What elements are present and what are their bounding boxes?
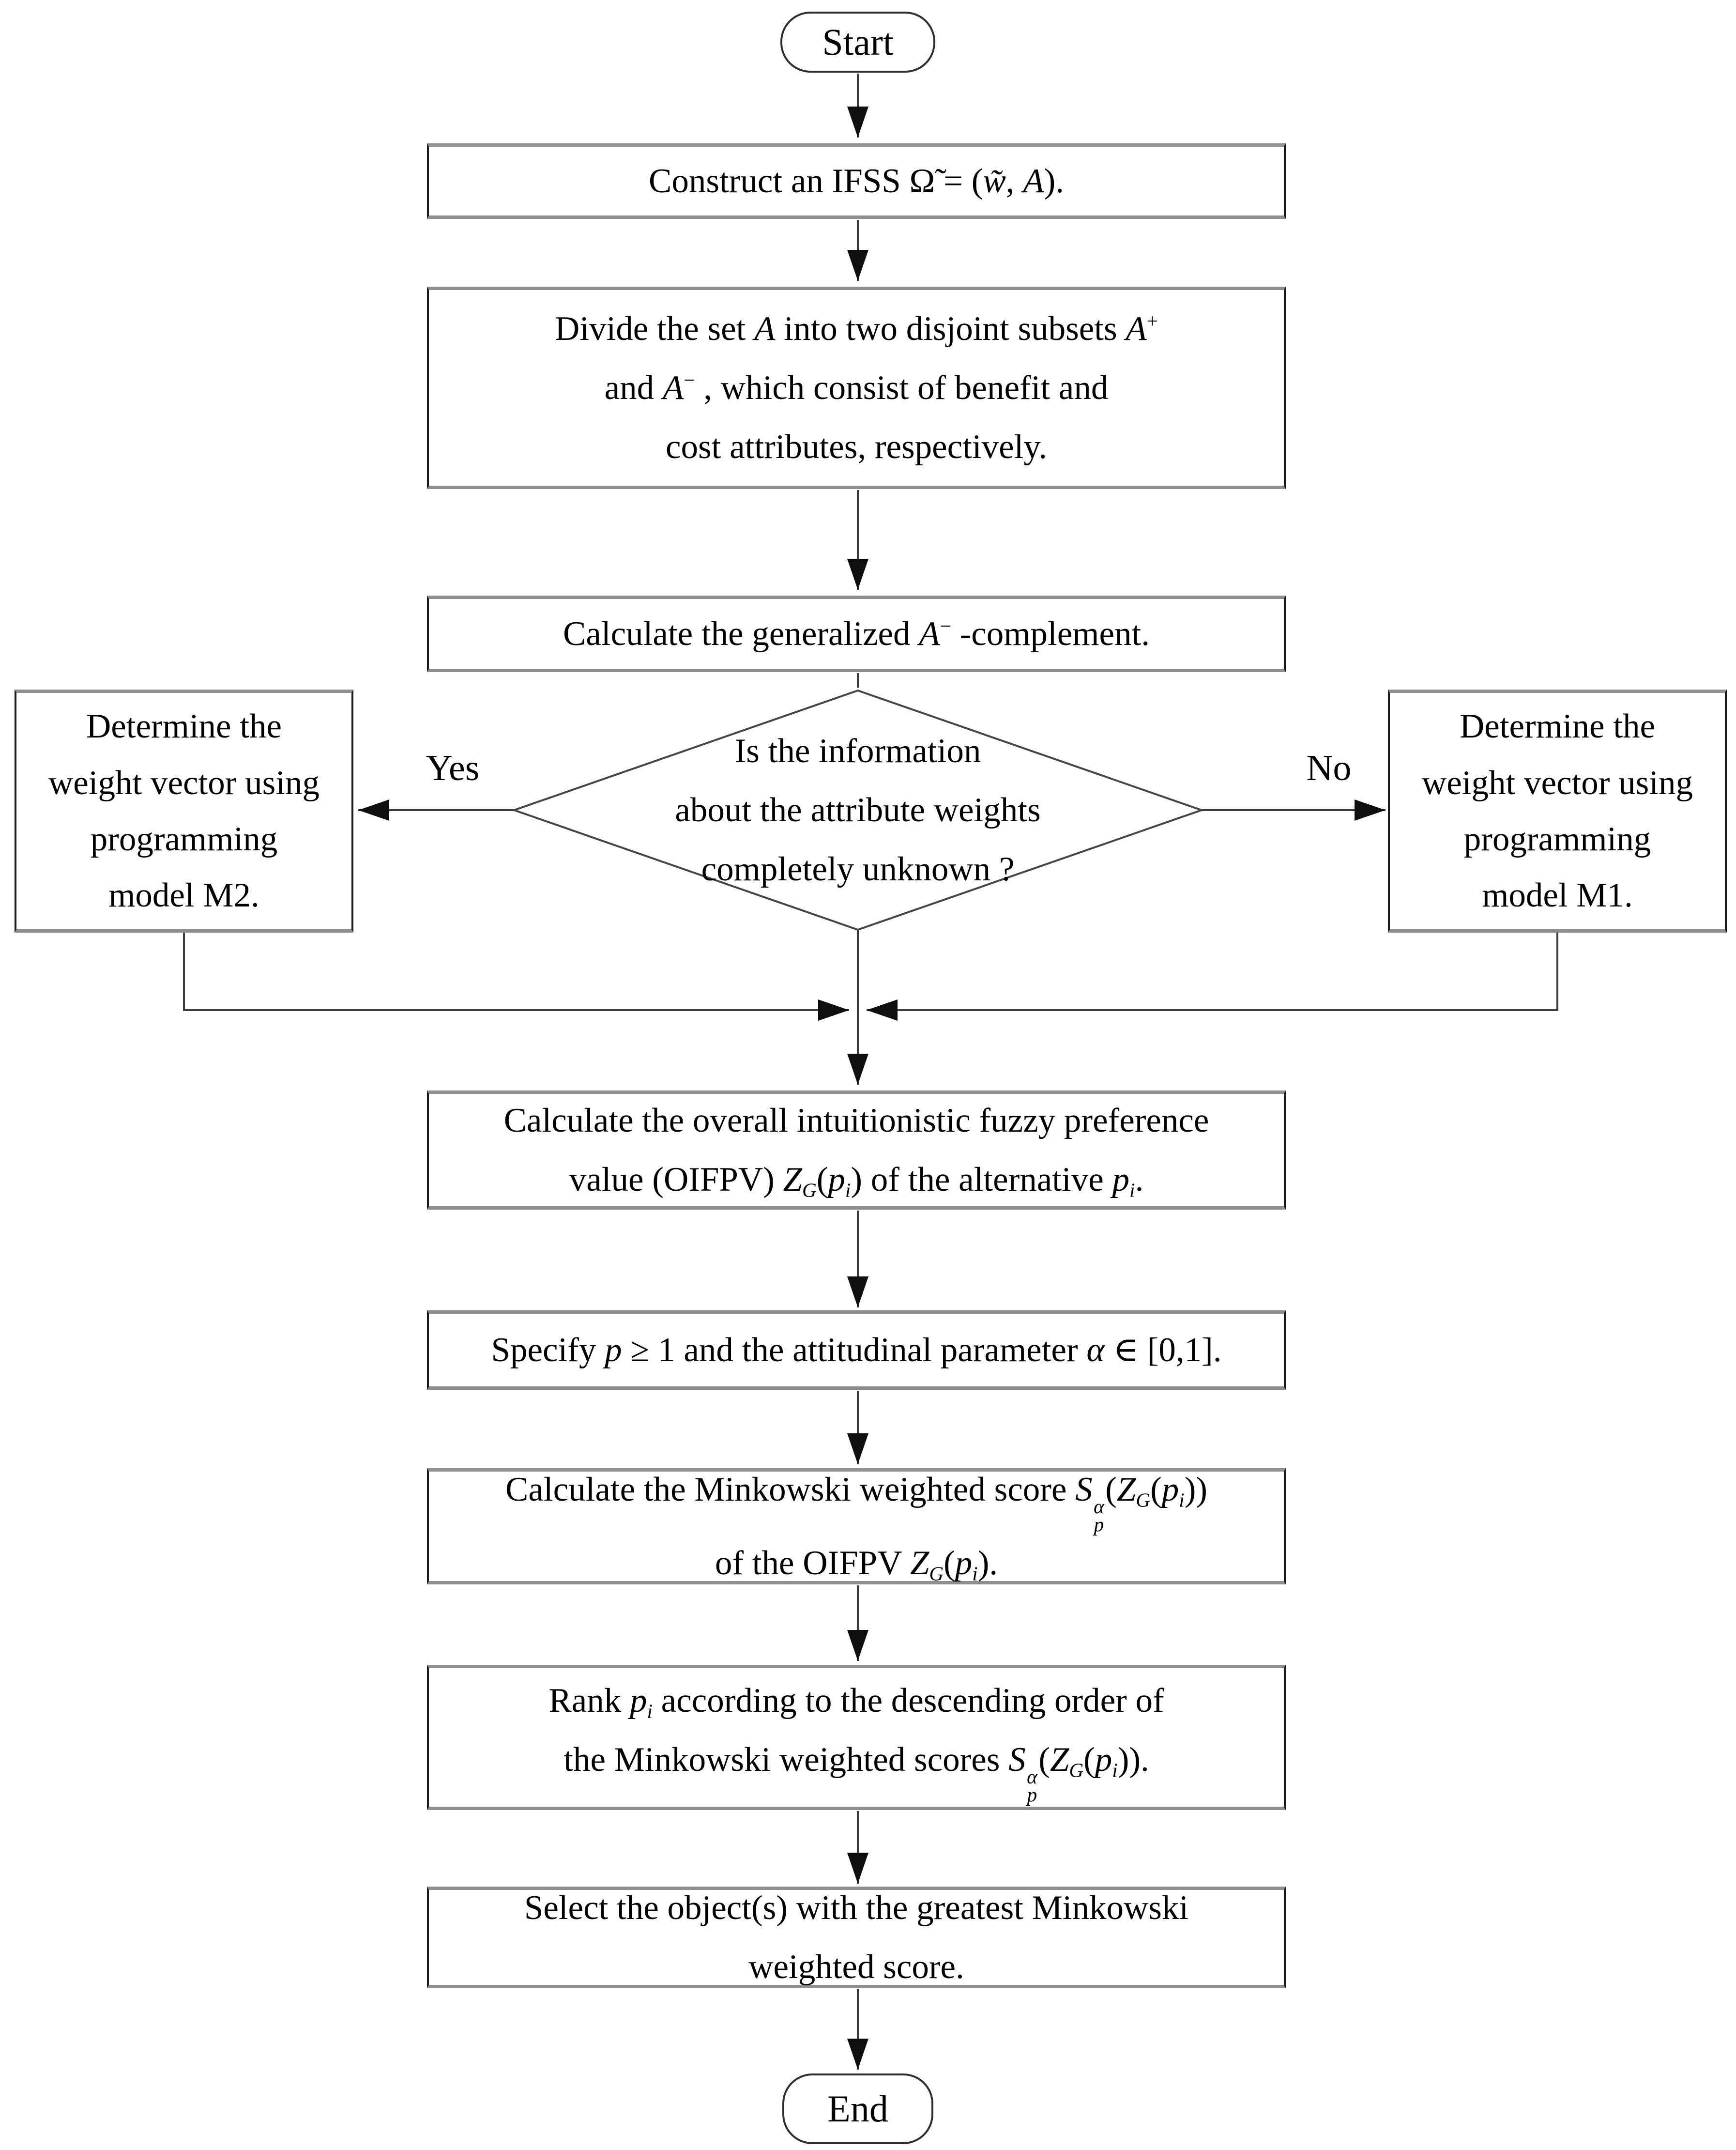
node-minkowski-score: Calculate the Minkowski weighted score S…	[427, 1468, 1286, 1584]
edge-m1-merge	[867, 932, 1558, 1021]
node-rank-alternatives: Rank pi according to the descending orde…	[427, 1665, 1286, 1810]
edge-label-yes: Yes	[426, 748, 480, 788]
node-select-object: Select the object(s) with the greatest M…	[427, 1887, 1286, 1988]
node-start: Start	[780, 12, 935, 73]
edge-label-no: No	[1306, 748, 1352, 788]
start-label: Start	[822, 20, 894, 63]
node-generalized-complement: Calculate the generalized A− -complement…	[427, 596, 1286, 672]
edge-m2-merge	[183, 932, 849, 1021]
node-divide-set: Divide the set A into two disjoint subse…	[427, 287, 1286, 489]
node-oifpv: Calculate the overall intuitionistic fuz…	[427, 1090, 1286, 1210]
node-construct-ifss: Construct an IFSS Ω̃ = (w̃, A).	[427, 143, 1286, 219]
end-label: End	[827, 2087, 888, 2130]
node-end: End	[782, 2073, 933, 2144]
node-specify-parameters: Specify p ≥ 1 and the attitudinal parame…	[427, 1310, 1286, 1390]
